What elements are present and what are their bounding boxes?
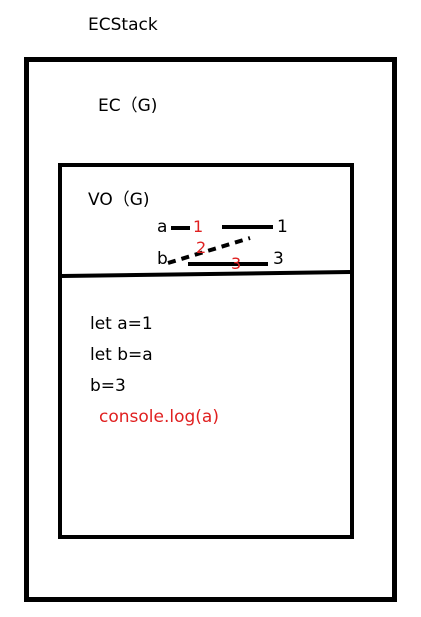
- value-1: 1: [277, 217, 288, 237]
- vo-divider-line: [61, 270, 351, 278]
- step-marker-2: 2: [196, 238, 207, 257]
- b-to-1-dashed-line: [167, 236, 251, 265]
- code-line-console-log: console.log(a): [99, 407, 219, 427]
- ec-global-frame: [24, 57, 397, 602]
- ecstack-title: ECStack: [88, 15, 158, 35]
- code-line: b=3: [90, 376, 126, 396]
- variable-a: a: [157, 217, 168, 237]
- step-marker-1: 1: [193, 217, 204, 236]
- step-marker-3: 3: [231, 254, 242, 273]
- variable-b: b: [157, 249, 168, 269]
- ec-global-label: EC（G): [98, 96, 158, 116]
- vo-global-frame: [58, 163, 354, 539]
- value-3: 3: [273, 249, 284, 269]
- code-line: let a=1: [90, 314, 153, 334]
- vo-global-label: VO（G): [88, 190, 150, 210]
- code-line: let b=a: [90, 345, 153, 365]
